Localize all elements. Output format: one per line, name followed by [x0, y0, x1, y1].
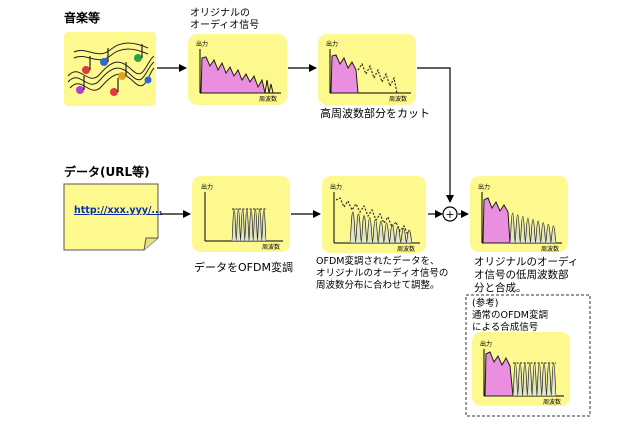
- ofdm-subcarrier: [517, 362, 524, 397]
- axis-freq-label: 周波数: [389, 95, 407, 103]
- axis-output-label: 出力: [330, 183, 342, 191]
- url-text: http://xxx.yyy/...: [74, 205, 163, 216]
- ofdm-subcarrier: [534, 220, 542, 244]
- ofdm-subcarrier: [512, 362, 519, 397]
- ofdm-subcarrier: [545, 362, 552, 397]
- ofdm-subcarrier: [540, 222, 547, 244]
- ofdm-subcarrier: [519, 215, 526, 244]
- axis-freq-label: 周波数: [397, 245, 415, 253]
- ofdm-subcarrier: [256, 208, 263, 242]
- ofdm-subcarrier: [514, 214, 521, 244]
- ofdm-subcarrier: [360, 215, 368, 244]
- ofdm-subcarrier: [526, 362, 533, 397]
- ofdm-subcarrier: [383, 222, 391, 244]
- adjusted-ofdm-spectrum: 出力 周波数: [330, 183, 420, 253]
- ofdm-subcarrier: [366, 217, 374, 244]
- axis-output-label: 出力: [201, 183, 213, 191]
- ofdm-subcarrier: [536, 362, 543, 397]
- ofdm-subcarrier: [531, 362, 538, 397]
- reference-label: (参考) 通常のOFDM変調 による合成信号: [472, 298, 548, 333]
- ofdm-subcarrier: [550, 225, 557, 244]
- axis-freq-label: 周波数: [541, 245, 559, 253]
- ofdm-subcarrier: [550, 362, 557, 397]
- ofdm-subcarrier: [235, 208, 242, 242]
- arrow-lowpass-to-adder: [417, 67, 454, 203]
- original-audio-label: オリジナルの オーディオ信号: [190, 8, 260, 31]
- ofdm-subcarrier: [400, 227, 407, 244]
- original-spectrum: 出力 周波数: [196, 40, 281, 103]
- ofdm-subcarrier: [394, 226, 402, 244]
- ofdm-subcarrier: [252, 208, 259, 242]
- ofdm-subcarrier: [377, 220, 385, 244]
- ofdm-subcarrier: [231, 208, 237, 242]
- ofdm-subcarrier: [349, 211, 357, 244]
- axis-output-label: 出力: [196, 40, 208, 48]
- ofdm-subcarrier: [248, 208, 254, 242]
- ofdm-subcarrier: [388, 224, 396, 244]
- combined-spectrum: 出力 周波数: [478, 183, 562, 253]
- plus-sign: +: [445, 208, 454, 221]
- ofdm-subcarrier: [355, 213, 362, 244]
- cut-high-label: 高周波数部分をカット: [320, 107, 430, 120]
- ofdm-subcarrier: [244, 208, 250, 242]
- music-panel: [64, 32, 156, 106]
- axis-freq-label: 周波数: [543, 398, 561, 406]
- data-title: データ(URL等): [64, 165, 150, 179]
- plus-circle-icon: +: [442, 206, 458, 222]
- ofdm-subcarrier: [405, 229, 413, 244]
- ofdm-modulation-label: データをOFDM変調: [194, 261, 293, 274]
- ofdm-subcarrier: [371, 218, 379, 244]
- axis-freq-label: 周波数: [262, 243, 280, 251]
- axis-freq-label: 周波数: [259, 95, 277, 103]
- axis-output-label: 出力: [326, 40, 338, 48]
- axis-output-label: 出力: [480, 340, 492, 348]
- ofdm-subcarrier: [239, 208, 246, 242]
- document-icon: [63, 183, 159, 251]
- ofdm-spectrum: 出力 周波数: [201, 183, 283, 251]
- ofdm-subcarrier: [261, 208, 267, 242]
- lowpass-spectrum: 出力 周波数: [326, 40, 411, 103]
- ofdm-subcarrier: [524, 217, 532, 244]
- reference-box: [465, 294, 591, 417]
- reference-spectrum: 出力 周波数: [480, 340, 564, 406]
- music-title: 音楽等: [64, 11, 101, 25]
- ofdm-subcarrier: [545, 223, 552, 244]
- ofdm-subcarrier: [521, 362, 528, 397]
- music-notes-icon: [67, 42, 155, 96]
- ofdm-subcarrier: [509, 212, 516, 244]
- ofdm-subcarrier: [541, 362, 548, 397]
- ofdm-subcarrier: [529, 219, 537, 244]
- combine-label: オリジナルのオーディ オ信号の低周波数部 分と合成。: [474, 256, 579, 294]
- axis-output-label: 出力: [478, 183, 490, 191]
- ofdm-adjust-label: OFDM変調されたデータを、 オリジナルのオーディオ信号の 周波数分布に合わせて…: [316, 256, 449, 291]
